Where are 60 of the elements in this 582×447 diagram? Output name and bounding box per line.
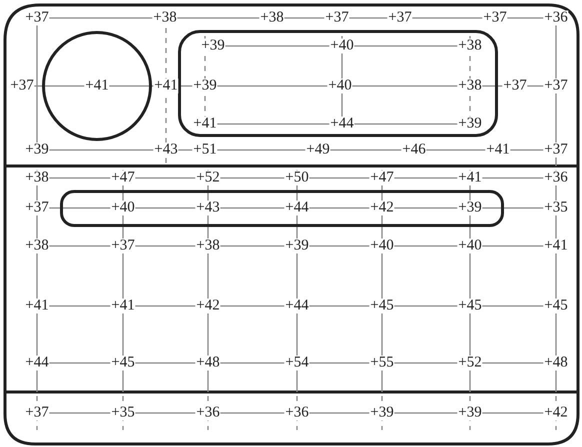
elevation-value: +37 bbox=[543, 142, 569, 158]
elevation-value: +55 bbox=[369, 356, 395, 370]
elevation-value: +41 bbox=[24, 298, 50, 314]
elevation-value: +36 bbox=[284, 406, 310, 420]
elevation-value: +45 bbox=[543, 298, 569, 314]
elevation-value: +39 bbox=[457, 406, 483, 420]
elevation-value: +45 bbox=[457, 298, 483, 314]
elevation-value: +52 bbox=[457, 356, 483, 370]
elevation-value: +48 bbox=[543, 356, 569, 370]
elevation-value: +54 bbox=[284, 356, 310, 370]
elevation-value: +44 bbox=[284, 200, 310, 216]
elevation-value: +44 bbox=[24, 356, 50, 370]
elevation-value: +44 bbox=[329, 116, 355, 132]
rounded-outline bbox=[178, 30, 498, 137]
elevation-value: +38 bbox=[457, 78, 483, 94]
elevation-value: +37 bbox=[110, 238, 136, 254]
elevation-value: +41 bbox=[153, 78, 179, 94]
elevation-value: +36 bbox=[543, 10, 569, 26]
elevation-value: +37 bbox=[24, 200, 50, 216]
elevation-value: +37 bbox=[24, 406, 50, 420]
elevation-value: +40 bbox=[327, 78, 353, 94]
elevation-value: +39 bbox=[284, 238, 310, 254]
elevation-value: +36 bbox=[543, 170, 569, 186]
elevation-value: +42 bbox=[543, 406, 569, 420]
elevation-value: +45 bbox=[110, 356, 136, 370]
elevation-value: +38 bbox=[24, 170, 50, 186]
elevation-value: +36 bbox=[195, 406, 221, 420]
elevation-value: +39 bbox=[457, 116, 483, 132]
elevation-value: +38 bbox=[152, 10, 178, 26]
elevation-value: +45 bbox=[369, 298, 395, 314]
elevation-value: +38 bbox=[457, 38, 483, 54]
elevation-value: +37 bbox=[24, 10, 50, 26]
elevation-value: +41 bbox=[110, 298, 136, 314]
elevation-value: +42 bbox=[369, 200, 395, 216]
elevation-value: +38 bbox=[195, 238, 221, 254]
rounded-outline bbox=[60, 190, 504, 227]
elevation-value: +37 bbox=[543, 78, 569, 94]
elevation-value: +41 bbox=[543, 238, 569, 254]
elevation-value: +42 bbox=[195, 298, 221, 314]
elevation-value: +40 bbox=[110, 200, 136, 216]
elevation-value: +44 bbox=[284, 298, 310, 314]
elevation-value: +40 bbox=[329, 38, 355, 54]
elevation-value: +35 bbox=[543, 200, 569, 216]
elevation-value: +40 bbox=[457, 238, 483, 254]
elevation-value: +41 bbox=[457, 170, 483, 186]
elevation-value: +50 bbox=[284, 170, 310, 186]
elevation-value: +43 bbox=[195, 200, 221, 216]
elevation-value: +38 bbox=[24, 238, 50, 254]
elevation-value: +39 bbox=[457, 200, 483, 216]
elevation-value: +48 bbox=[195, 356, 221, 370]
elevation-value: +39 bbox=[200, 38, 226, 54]
elevation-value: +39 bbox=[369, 406, 395, 420]
elevation-value: +47 bbox=[369, 170, 395, 186]
elevation-value: +41 bbox=[192, 116, 218, 132]
circle-outline bbox=[42, 31, 152, 141]
elevation-value: +39 bbox=[192, 78, 218, 94]
elevation-value: +47 bbox=[110, 170, 136, 186]
elevation-value: +35 bbox=[110, 406, 136, 420]
elevation-value: +40 bbox=[369, 238, 395, 254]
elevation-value: +52 bbox=[195, 170, 221, 186]
